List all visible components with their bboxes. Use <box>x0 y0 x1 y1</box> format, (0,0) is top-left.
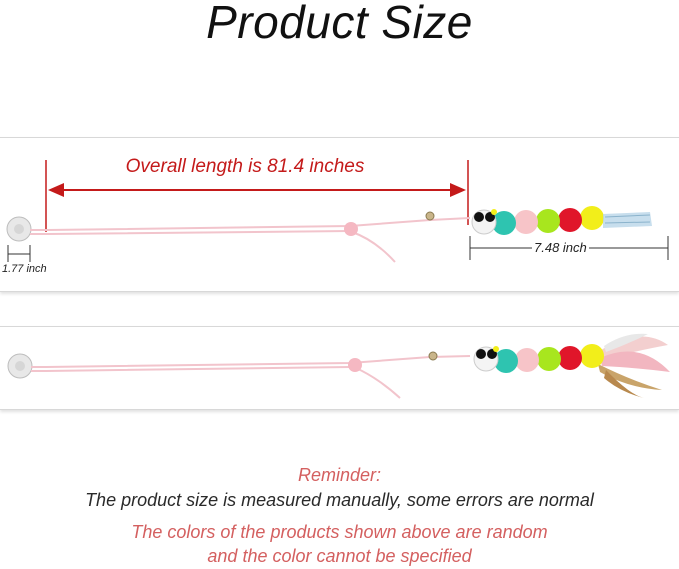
pompom-red <box>558 346 582 370</box>
tinsel-icon <box>603 212 652 228</box>
pompom-yellow <box>580 344 604 368</box>
bell-icon <box>428 351 438 361</box>
pompom-green <box>536 209 560 233</box>
suction-cup-center <box>14 224 24 234</box>
worm-eye-left <box>474 212 484 222</box>
page-title: Product Size <box>206 0 473 48</box>
reminder-heading: Reminder: <box>297 465 382 485</box>
pompom-green <box>537 347 561 371</box>
worm-eye-left <box>476 349 486 359</box>
arrow-left-icon <box>48 183 64 197</box>
suction-cup-size-label: 1.77 inch <box>2 263 47 275</box>
pompom-teal <box>492 211 516 235</box>
pompom-teal <box>494 349 518 373</box>
bell-icon <box>425 211 435 221</box>
string <box>31 355 471 368</box>
overall-length-label: Overall length is 81.4 inches <box>125 156 365 177</box>
pompom-yellow <box>580 206 604 230</box>
color-note-line1: The colors of the products shown above a… <box>131 522 548 542</box>
bead-icon <box>348 358 362 372</box>
arrow-right-icon <box>450 183 466 197</box>
pompom-pink <box>514 210 538 234</box>
worm-size-label: 7.48 inch <box>532 240 589 255</box>
pompom-red <box>558 208 582 232</box>
pompom-pink <box>515 348 539 372</box>
reminder-text: The product size is measured manually, s… <box>85 490 594 510</box>
bead-icon <box>344 222 358 236</box>
color-note-line2: and the color cannot be specified <box>207 546 472 566</box>
